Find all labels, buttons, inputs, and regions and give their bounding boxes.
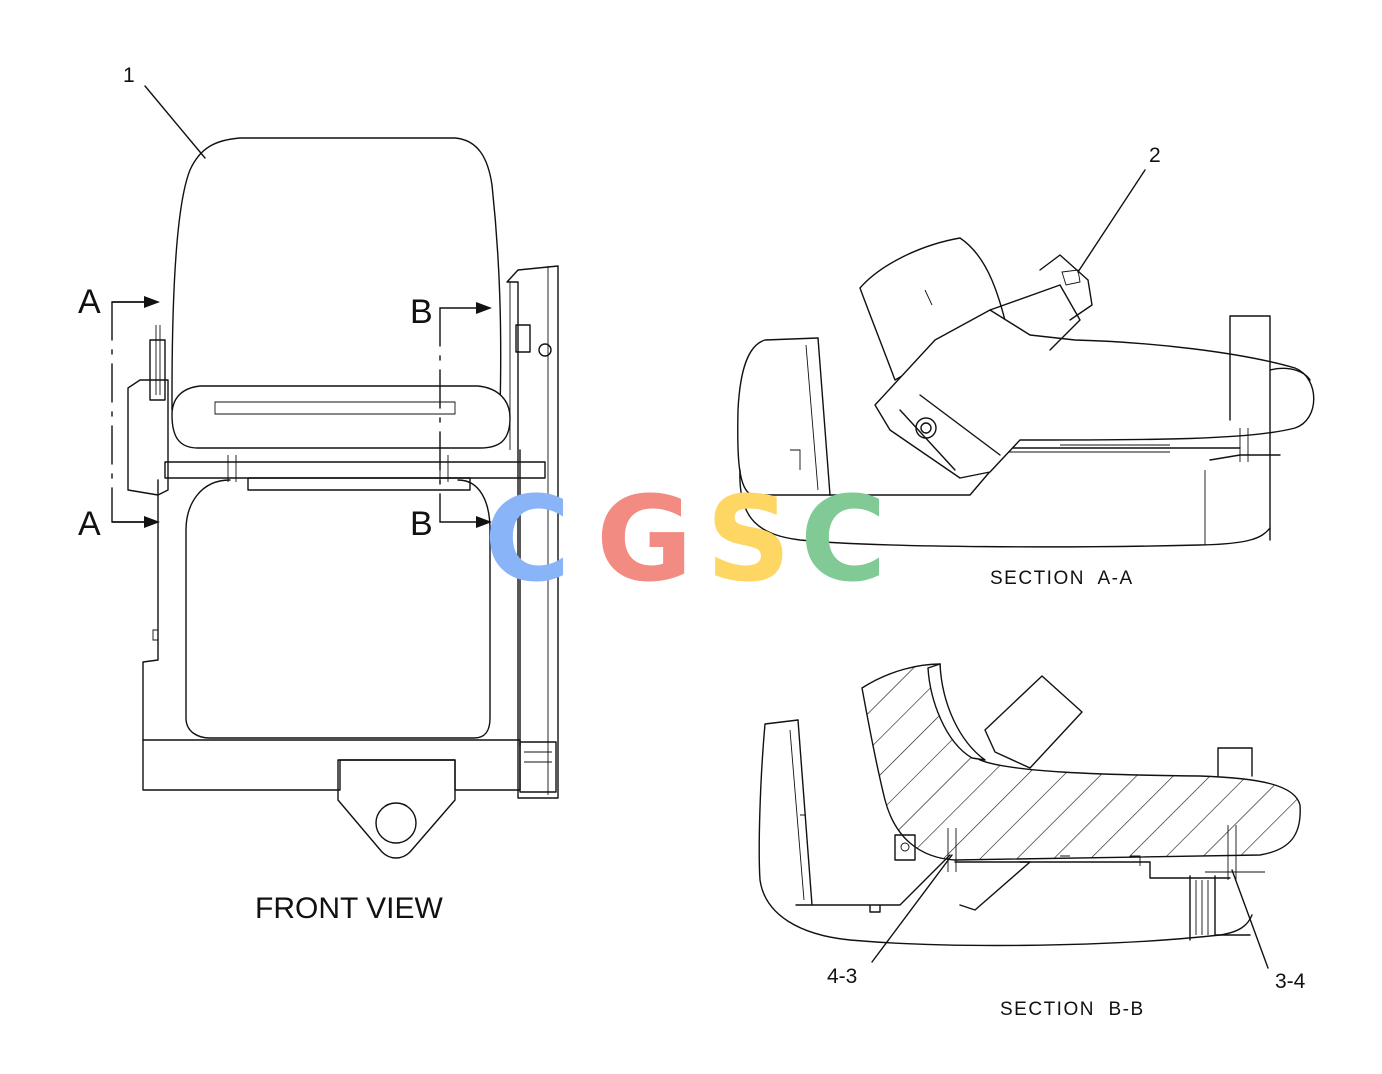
watermark-letter-c1: C bbox=[484, 470, 571, 608]
section-a-view bbox=[737, 169, 1315, 548]
section-b-view bbox=[758, 663, 1301, 969]
section-marker-a-bottom: A bbox=[78, 505, 101, 543]
callout-1: 1 bbox=[123, 64, 135, 87]
watermark-letter-g: G bbox=[596, 470, 693, 608]
watermark-letter-c2: C bbox=[800, 470, 887, 608]
leader-4-3 bbox=[871, 854, 953, 963]
section-marker-a-top: A bbox=[78, 283, 101, 321]
leader-3-4 bbox=[1231, 869, 1269, 969]
lower-frame bbox=[185, 479, 491, 739]
watermark-letter-s: S bbox=[706, 470, 791, 608]
section-marker-b-top: B bbox=[410, 293, 433, 331]
cgsc-watermark: C G S C bbox=[484, 470, 887, 608]
front-view bbox=[111, 85, 559, 859]
seat-back bbox=[171, 137, 502, 411]
section-a-label: SECTION A-A bbox=[990, 568, 1134, 589]
base-lug bbox=[337, 759, 456, 859]
section-marker-b-bottom: B bbox=[410, 505, 433, 543]
right-side-rail bbox=[506, 265, 559, 799]
section-line-b bbox=[439, 302, 492, 528]
leader-2 bbox=[1077, 169, 1146, 273]
callout-3-4: 3-4 bbox=[1275, 970, 1306, 993]
section-line-a bbox=[111, 296, 160, 528]
section-b-label: SECTION B-B bbox=[1000, 999, 1145, 1020]
seat-cushion bbox=[171, 385, 511, 449]
callout-4-3: 4-3 bbox=[827, 965, 857, 988]
front-view-label: FRONT VIEW bbox=[255, 892, 443, 925]
leader-1 bbox=[144, 85, 206, 159]
callout-2: 2 bbox=[1149, 144, 1161, 167]
section-a-armrest bbox=[874, 309, 1315, 479]
section-b-cushion bbox=[861, 663, 1301, 861]
